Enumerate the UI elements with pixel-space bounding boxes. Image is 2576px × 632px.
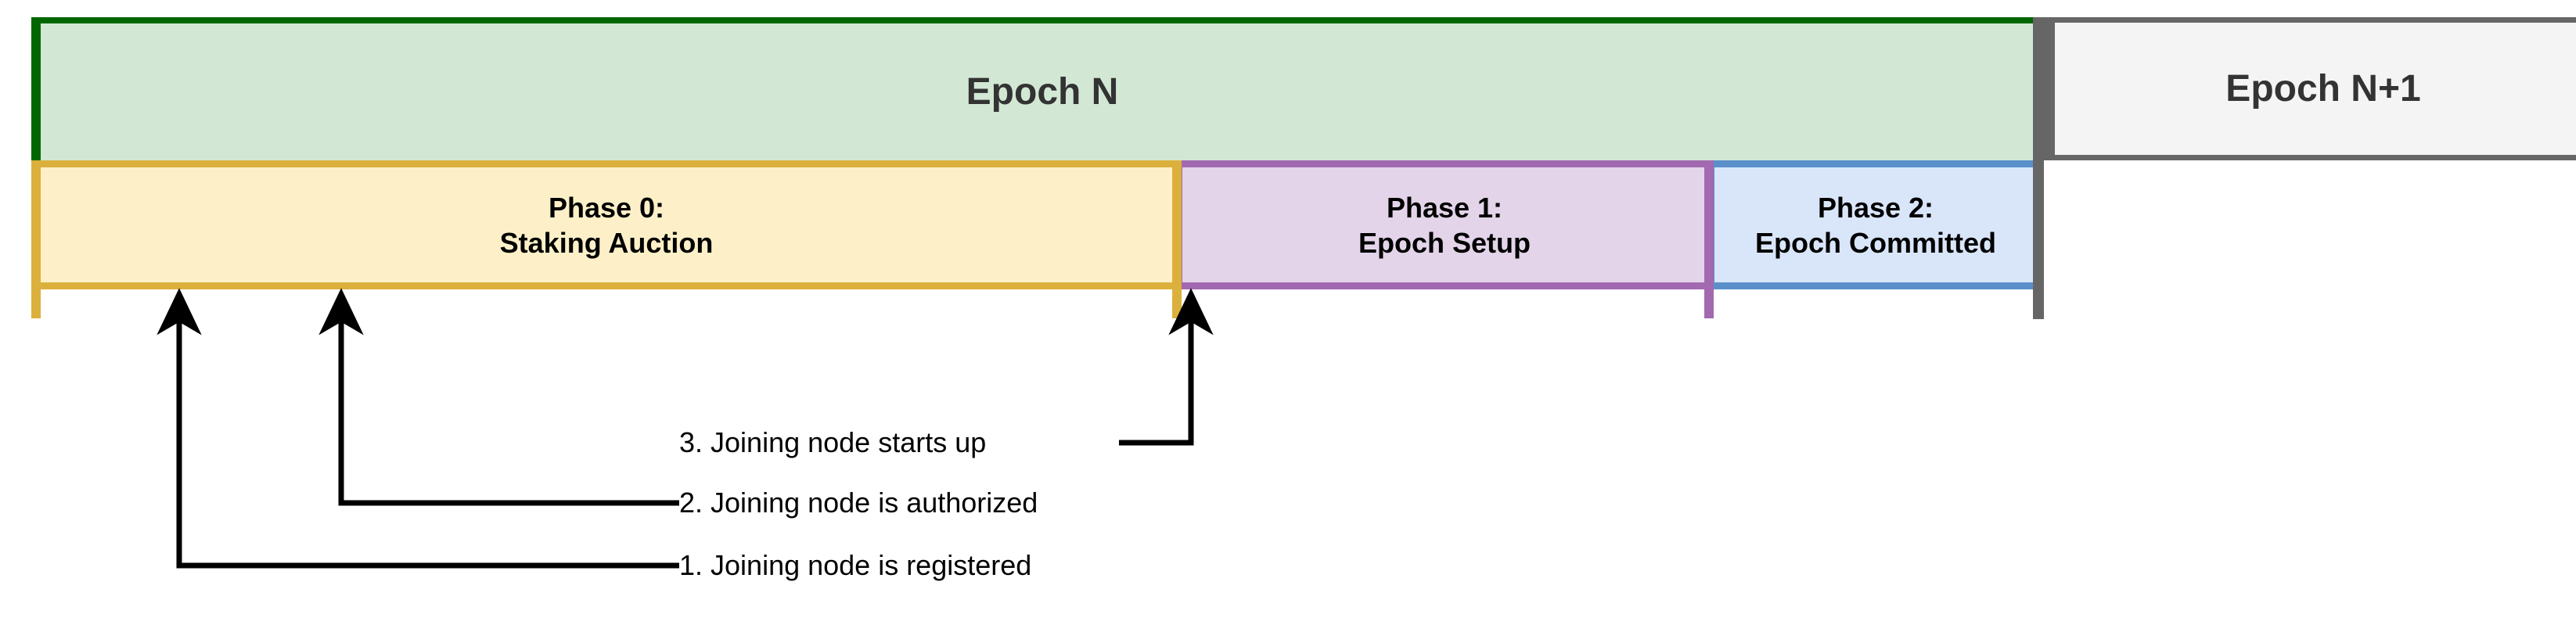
phase-0-box: Phase 0: Staking Auction (31, 160, 1182, 289)
phase-1-end-tick (1704, 160, 1714, 318)
callout-label-2: 2. Joining node is authorized (679, 487, 1038, 519)
epoch-start-tick (31, 160, 41, 318)
connector-line-1 (157, 288, 679, 569)
callout-label-1: 1. Joining node is registered (679, 549, 1032, 581)
phase-0-end-tick (1172, 160, 1182, 318)
connector-line-2 (318, 288, 679, 506)
epoch-n-box: Epoch N (31, 17, 2044, 160)
callout-label-3: 3. Joining node starts up (679, 426, 987, 458)
epoch-boundary-tick (2033, 17, 2044, 319)
epoch-n-plus-1-box: Epoch N+1 (2044, 17, 2576, 160)
phase-1-box: Phase 1: Epoch Setup (1175, 160, 1714, 289)
phase-2-box: Phase 2: Epoch Committed (1707, 160, 2044, 289)
